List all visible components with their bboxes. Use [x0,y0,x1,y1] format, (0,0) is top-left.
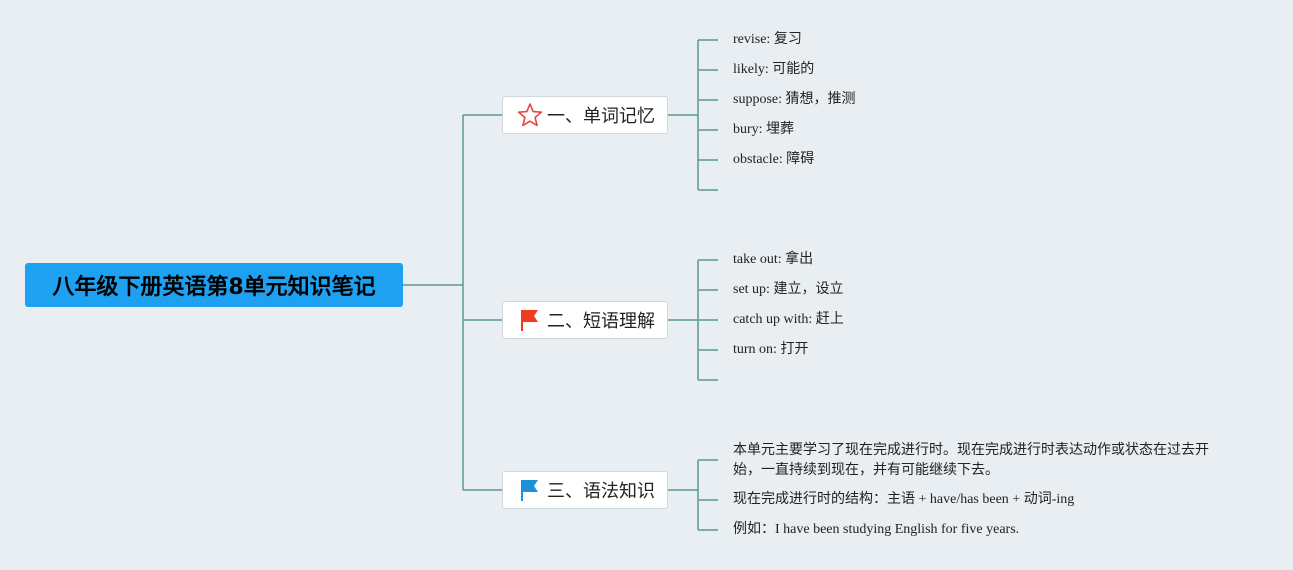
root-title: 八年级下册英语第8单元知识笔记 [52,275,376,300]
leaf-item[interactable]: likely: 可能的 [733,62,815,77]
branch-node-phrases[interactable]: 二、短语理解 [502,301,668,339]
red-flag-icon [517,307,543,333]
leaf-item[interactable]: bury: 埋葬 [733,122,795,137]
leaf-item[interactable]: suppose: 猜想，推测 [733,92,856,107]
leaf-item[interactable]: 例如：I have been studying English for five… [733,522,1020,537]
leaf-item[interactable]: 本单元主要学习了现在完成进行时。现在完成进行时表达动作或状态在过去开始，一直持续… [733,443,1209,478]
branch-label: 二、短语理解 [547,311,655,332]
leaf-item[interactable]: take out: 拿出 [733,252,814,267]
blue-flag-icon [517,477,543,503]
branch-label: 三、语法知识 [547,481,655,502]
leaf-item[interactable]: obstacle: 障碍 [733,152,815,167]
root-node[interactable]: 八年级下册英语第8单元知识笔记 [25,263,403,307]
branch-node-vocabulary[interactable]: 一、单词记忆 [502,96,668,134]
branch-label: 一、单词记忆 [547,106,655,127]
leaf-item[interactable]: revise: 复习 [733,32,802,47]
star-icon [517,102,543,128]
leaf-item[interactable]: catch up with: 赶上 [733,312,844,327]
branch-node-grammar[interactable]: 三、语法知识 [502,471,668,509]
leaf-item[interactable]: 现在完成进行时的结构：主语 + have/has been + 动词-ing [733,492,1075,507]
leaf-item[interactable]: set up: 建立，设立 [733,282,844,297]
leaf-item[interactable]: turn on: 打开 [733,342,809,357]
